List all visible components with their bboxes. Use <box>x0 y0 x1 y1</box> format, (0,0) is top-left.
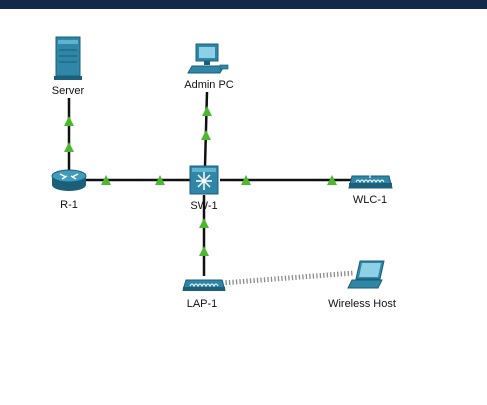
link-up-indicator <box>64 142 74 152</box>
desktop-pc-icon <box>187 43 229 74</box>
link-up-indicator <box>101 175 111 185</box>
link-up-indicator <box>199 218 209 228</box>
lap1-label: LAP-1 <box>187 298 218 310</box>
multilayer-switch-icon <box>189 165 219 195</box>
server-icon <box>54 36 82 80</box>
top-bar <box>0 0 487 9</box>
device-admin-pc[interactable]: Admin PC <box>184 43 234 91</box>
link-up-indicator <box>155 175 165 185</box>
wireless-lan-controller-icon <box>348 172 393 189</box>
link-lap1-wireless <box>221 270 355 286</box>
link-up-indicator <box>241 175 251 185</box>
wlc1-label: WLC-1 <box>353 194 387 206</box>
lightweight-access-point-icon <box>182 279 226 291</box>
device-wlc1[interactable]: WLC-1 <box>348 172 393 206</box>
device-server[interactable]: Server <box>52 36 85 97</box>
device-wireless-host[interactable]: Wireless Host <box>328 260 396 310</box>
device-r1[interactable]: R-1 <box>51 169 87 211</box>
admin-pc-label: Admin PC <box>184 79 234 91</box>
link-up-indicator <box>199 246 209 256</box>
wireless-host-label: Wireless Host <box>328 298 396 310</box>
link-status-layer <box>64 106 337 256</box>
laptop-icon <box>347 260 385 289</box>
server-label: Server <box>52 85 85 97</box>
r1-label: R-1 <box>60 199 78 211</box>
sw1-label: SW-1 <box>190 200 217 212</box>
link-adminpc-sw1[interactable] <box>203 91 209 167</box>
link-up-indicator <box>327 175 337 185</box>
device-lap1[interactable]: LAP-1 <box>182 279 226 310</box>
link-up-indicator <box>64 116 74 126</box>
device-sw1[interactable]: SW-1 <box>189 165 219 212</box>
router-icon <box>51 169 87 191</box>
link-up-indicator <box>202 106 212 116</box>
link-up-indicator <box>201 130 211 140</box>
